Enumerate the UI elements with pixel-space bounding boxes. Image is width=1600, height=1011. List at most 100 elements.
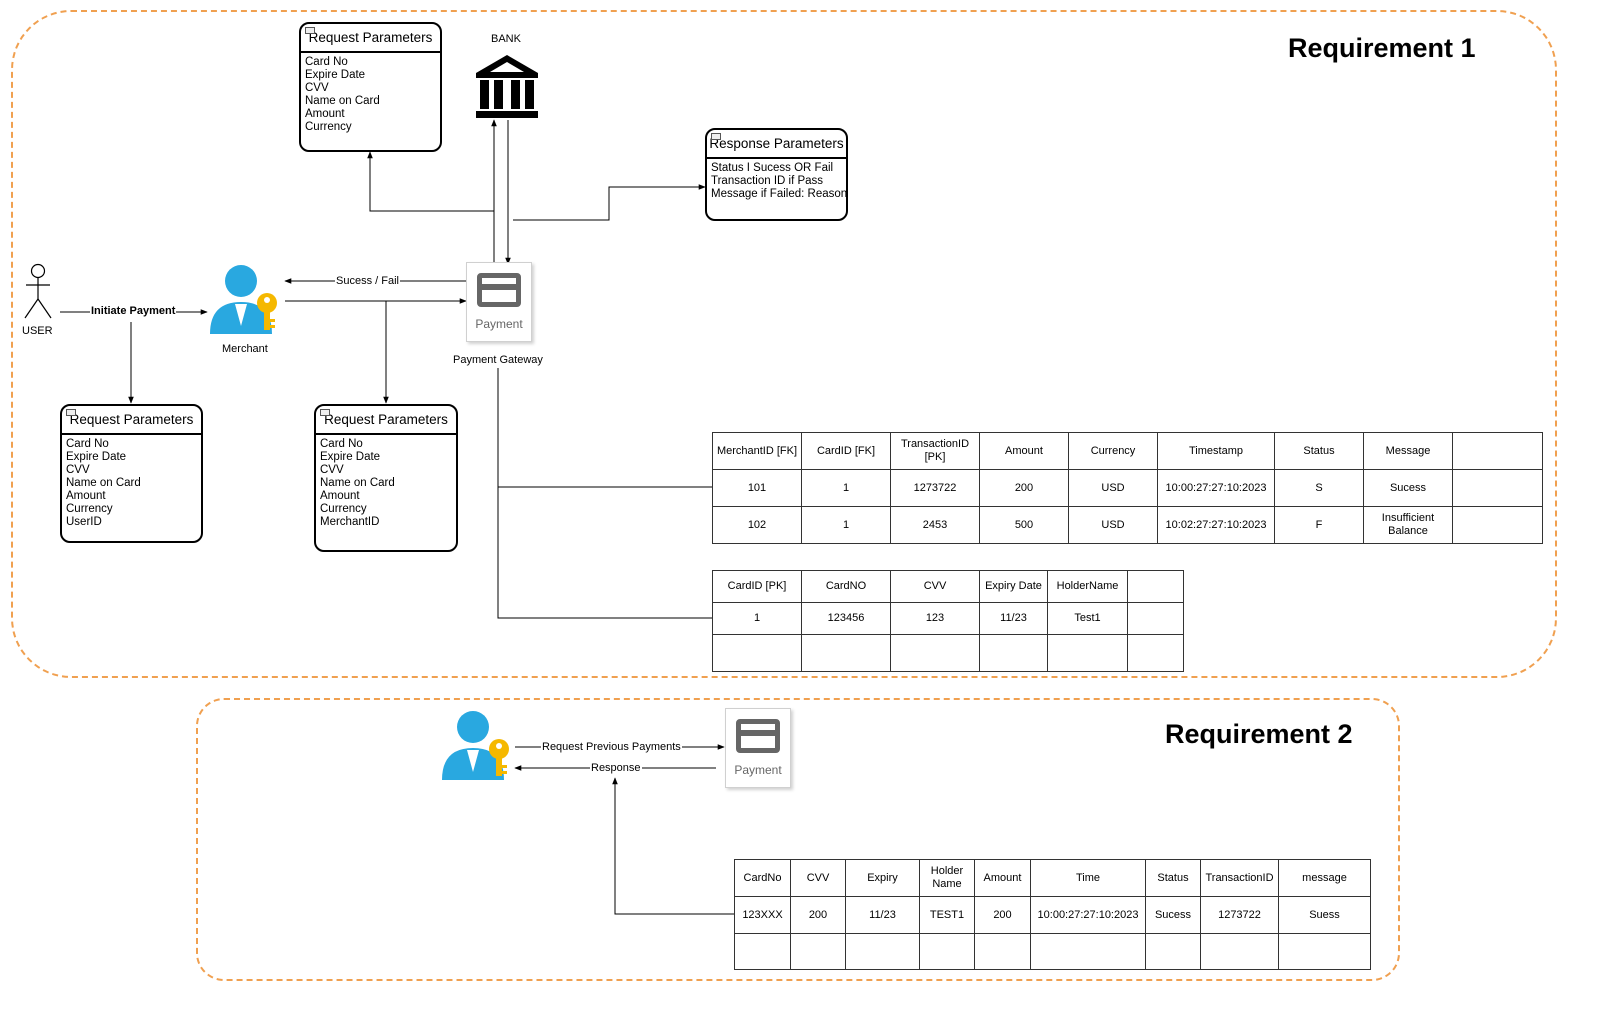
param-item: Card No (66, 438, 109, 450)
table-header-cell: CardID [PK] (712, 570, 802, 603)
table-cell: S (1274, 469, 1364, 507)
table-cell: 102 (712, 506, 802, 544)
table-header-cell (1452, 432, 1543, 470)
transactions-table: MerchantID [FK] CardID [FK] TransactionI… (712, 432, 1543, 544)
param-item: Transaction ID if Pass (711, 175, 824, 187)
table-row: 1 123456 123 11/23 Test1 (712, 602, 1184, 635)
table-header-cell: Expiry Date (979, 570, 1048, 603)
param-item: Expire Date (320, 451, 381, 463)
table-header-cell: Status (1274, 432, 1364, 470)
table-row: 123XXX 200 11/23 TEST1 200 10:00:27:27:1… (734, 896, 1371, 934)
table-cell (974, 933, 1031, 970)
table-cell: 200 (790, 896, 846, 934)
table-header-row: CardID [PK] CardNO CVV Expiry Date Holde… (712, 570, 1184, 603)
request-previous-payments-label: Request Previous Payments (541, 741, 682, 753)
payment-icon-label: Payment (475, 317, 523, 331)
table-header-cell: CVV (790, 859, 846, 897)
table-header-cell: CardNo (734, 859, 791, 897)
table-cell (1145, 933, 1201, 970)
payment-history-table: CardNo CVV Expiry Holder Name Amount Tim… (734, 859, 1371, 970)
user-icon (24, 263, 52, 319)
request-parameters-user: Request Parameters Card No Expire Date C… (60, 404, 203, 543)
collapse-icon (66, 409, 76, 416)
table-cell: 10:00:27:27:10:2023 (1157, 469, 1275, 507)
table-cell: 500 (979, 506, 1069, 544)
param-item: CVV (305, 82, 329, 94)
response-label: Response (590, 762, 642, 774)
table-cell: Sucess (1363, 469, 1453, 507)
table-header-cell (1127, 570, 1184, 603)
table-header-cell: Time (1030, 859, 1146, 897)
table-cell (1278, 933, 1371, 970)
request-parameters-merchant: Request Parameters Card No Expire Date C… (314, 404, 458, 552)
bank-icon (476, 55, 538, 118)
merchant-person-key-icon (210, 265, 277, 334)
table-cell: Suess (1278, 896, 1371, 934)
edge-gateway-to-cards (497, 487, 712, 619)
table-header-cell: TransactionID (1200, 859, 1279, 897)
request-parameters-title: Request Parameters (324, 412, 448, 427)
param-item: Name on Card (320, 477, 395, 489)
param-item: Amount (305, 108, 345, 120)
table-cell: 1 (801, 506, 891, 544)
param-item: Currency (66, 503, 113, 515)
param-item: Amount (66, 490, 106, 502)
param-item: Currency (320, 503, 367, 515)
bank-label: BANK (491, 33, 521, 45)
payment-gateway-label: Payment Gateway (453, 354, 543, 366)
table-header-cell: Expiry (845, 859, 920, 897)
edge-gateway-to-transactions (497, 368, 712, 488)
table-cell: 200 (979, 469, 1069, 507)
user-label: USER (22, 325, 53, 337)
table-cell (790, 933, 846, 970)
table-cell (1452, 506, 1543, 544)
param-item: Expire Date (305, 69, 366, 81)
credit-card-icon (736, 719, 780, 753)
table-header-cell: Timestamp (1157, 432, 1275, 470)
table-cell: 11/23 (845, 896, 920, 934)
table-header-cell: MerchantID [FK] (712, 432, 802, 470)
edge-to-request-params-top (367, 151, 494, 212)
table-cell: 11/23 (979, 602, 1048, 635)
param-item: Card No (320, 438, 363, 450)
table-row (712, 634, 1184, 672)
collapse-icon (320, 409, 330, 416)
param-item: CVV (66, 464, 90, 476)
requirement-2-region (196, 698, 1400, 981)
table-cell (1200, 933, 1279, 970)
table-cell (919, 933, 975, 970)
table-cell: Test1 (1047, 602, 1128, 635)
table-cell: USD (1068, 469, 1158, 507)
credit-card-icon (477, 273, 521, 307)
table-header-cell: Status (1145, 859, 1201, 897)
param-item: Message if Failed: Reason (711, 188, 848, 200)
request-parameters-title: Request Parameters (69, 412, 194, 427)
table-header-cell: CardNO (801, 570, 891, 603)
table-row: 101 1 1273722 200 USD 10:00:27:27:10:202… (712, 469, 1543, 507)
table-cell: 1 (801, 469, 891, 507)
param-item: UserID (66, 516, 102, 528)
table-header-cell: CVV (890, 570, 980, 603)
table-header-cell: Holder Name (919, 859, 975, 897)
table-cell: Sucess (1145, 896, 1201, 934)
table-cell (1127, 602, 1184, 635)
table-header-cell: Message (1363, 432, 1453, 470)
table-row: 102 1 2453 500 USD 10:02:27:27:10:2023 F… (712, 506, 1543, 544)
table-cell: 123 (890, 602, 980, 635)
param-item: Name on Card (305, 95, 380, 107)
table-cell (1127, 634, 1184, 672)
param-item: Expire Date (66, 451, 127, 463)
table-cell: 1273722 (890, 469, 980, 507)
table-cell: 2453 (890, 506, 980, 544)
table-cell: 123456 (801, 602, 891, 635)
cards-table: CardID [PK] CardNO CVV Expiry Date Holde… (712, 570, 1184, 672)
table-header-cell: message (1278, 859, 1371, 897)
table-cell: 123XXX (734, 896, 791, 934)
table-cell (845, 933, 920, 970)
param-item: Name on Card (66, 477, 141, 489)
table-cell: 1 (712, 602, 802, 635)
merchant-person-key-icon-2 (442, 711, 509, 780)
table-cell (1452, 469, 1543, 507)
edge-table-to-response (612, 777, 734, 915)
merchant-label: Merchant (222, 343, 268, 355)
